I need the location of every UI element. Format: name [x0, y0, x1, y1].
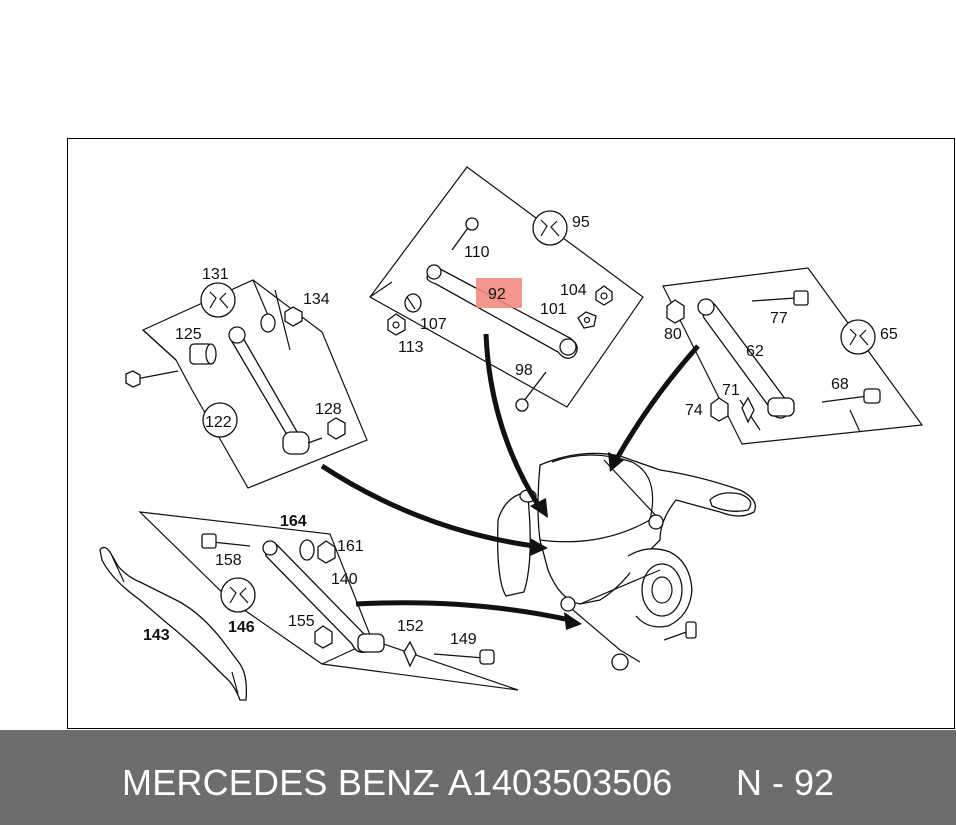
- nut-161: [317, 540, 336, 564]
- washer-134-a: [260, 313, 276, 333]
- callout-122: [202, 402, 238, 438]
- bolt-77: [751, 290, 809, 306]
- arrow-122-to-carrier: [320, 463, 548, 556]
- label-80: 80: [664, 326, 682, 343]
- label-122: 122: [205, 414, 232, 431]
- label-140: 140: [331, 571, 358, 588]
- panel-upper-link: [369, 166, 644, 408]
- label-128: 128: [315, 401, 342, 418]
- label-134: 134: [303, 291, 330, 308]
- label-68: 68: [831, 376, 849, 393]
- tie-rod-122: [228, 326, 323, 455]
- wrench-icon-95: [532, 210, 568, 246]
- washer-101: [577, 311, 597, 329]
- bolt-149: [433, 649, 495, 665]
- wrench-icon-131: [200, 282, 236, 318]
- link-62: [697, 298, 795, 419]
- label-155: 155: [288, 613, 315, 630]
- label-62: 62: [746, 343, 764, 360]
- axle-carrier: [497, 452, 757, 671]
- nut-128: [327, 417, 346, 440]
- label-110: 110: [464, 244, 490, 261]
- label-104: 104: [560, 282, 587, 299]
- label-164: 164: [280, 513, 307, 530]
- label-65: 65: [880, 326, 898, 343]
- label-113: 113: [398, 339, 424, 356]
- footer-separator: -: [428, 762, 440, 803]
- label-98: 98: [515, 362, 533, 379]
- label-161: 161: [337, 538, 364, 555]
- washer-152: [403, 640, 417, 668]
- label-101: 101: [540, 301, 567, 318]
- label-71: 71: [722, 382, 740, 399]
- bolt-125: [125, 370, 179, 388]
- label-74: 74: [685, 402, 703, 419]
- washer-71: [741, 396, 755, 424]
- label-152: 152: [397, 618, 424, 635]
- label-95: 95: [572, 214, 590, 231]
- nut-104: [595, 285, 613, 306]
- label-77: 77: [770, 310, 788, 327]
- bolt-158: [201, 533, 251, 549]
- washer-107: [404, 293, 422, 313]
- bushing-125: [189, 343, 217, 365]
- control-arm-92: [426, 264, 578, 359]
- parts-diagram: 92 95 110 104 101 107 113 98 131 134 125…: [99, 166, 924, 701]
- label-125: 125: [175, 326, 202, 343]
- nut-134: [284, 306, 303, 327]
- footer-position-label: N - 92: [736, 762, 835, 803]
- wrench-icon-146: [220, 577, 256, 613]
- arrow-92-to-carrier: [483, 333, 548, 518]
- footer-brand: MERCEDES BENZ: [122, 762, 435, 803]
- highlight-box-92: [476, 278, 522, 308]
- footer-part-number: A1403503506: [448, 762, 673, 803]
- label-131: 131: [202, 266, 229, 283]
- label-158: 158: [215, 552, 242, 569]
- label-146: 146: [228, 619, 255, 636]
- arrow-62-to-carrier: [608, 344, 700, 472]
- washer-164: [299, 539, 315, 561]
- nut-80: [666, 299, 685, 324]
- label-149: 149: [450, 631, 477, 648]
- arrow-140-to-carrier: [355, 600, 582, 630]
- bolt-110: [451, 217, 479, 251]
- eccentric-bolt-98: [515, 371, 547, 412]
- label-143: 143: [143, 627, 170, 644]
- label-92: 92: [488, 286, 506, 303]
- label-107: 107: [420, 316, 447, 333]
- link-140: [262, 540, 385, 653]
- footer-bar: [0, 730, 956, 825]
- cover-143: [99, 546, 248, 701]
- nut-155: [314, 625, 333, 649]
- nut-113: [387, 313, 406, 336]
- panel-strut: [141, 279, 368, 489]
- wrench-icon-65: [840, 319, 876, 355]
- nut-74: [710, 397, 729, 422]
- bolt-68: [821, 388, 881, 404]
